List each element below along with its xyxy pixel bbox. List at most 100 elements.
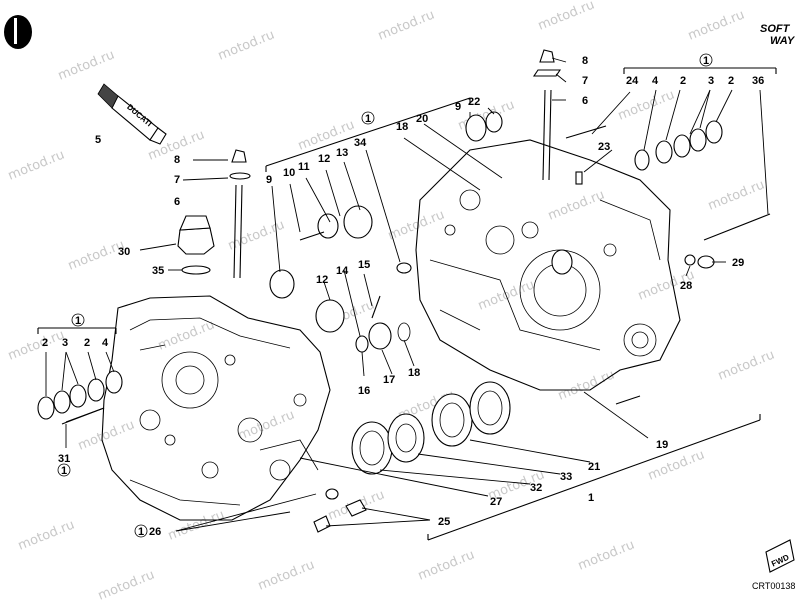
callout-31: 31 (58, 453, 70, 465)
callout-18: 18 (396, 121, 408, 133)
callout-26: 26 (149, 526, 161, 538)
watermark-text: motod.ru (76, 417, 137, 453)
watermark-text: motod.ru (546, 187, 607, 223)
softway-logo: SOFT WAY (760, 23, 796, 47)
watermark-text: motod.ru (616, 87, 677, 123)
kit-mark-top-right: 1 (703, 55, 709, 67)
small-bearings (269, 111, 573, 353)
kit-mark-top-center: 1 (365, 113, 371, 125)
callout-20: 20 (416, 113, 428, 125)
callout-16: 16 (358, 385, 370, 397)
callout-24: 24 (626, 75, 639, 87)
watermark-text: motod.ru (536, 0, 597, 34)
breather-seal (177, 215, 215, 275)
callout-10: 10 (283, 167, 295, 179)
brand-logo-mark (4, 15, 32, 49)
callout-3: 3 (708, 75, 714, 87)
sealant-tube: DUCATI (97, 83, 167, 145)
logo-line-2: WAY (770, 35, 796, 47)
watermark-text: motod.ru (716, 347, 777, 383)
watermark-text: motod.ru (556, 367, 617, 403)
watermark-text: motod.ru (686, 7, 747, 43)
bolts (65, 125, 771, 533)
left-crankcase-half (101, 295, 331, 521)
callout-25: 25 (438, 516, 450, 528)
callout-1: 1 (588, 492, 594, 504)
watermark-text: motod.ru (416, 547, 477, 583)
callout-23: 23 (598, 141, 610, 153)
callout-4: 4 (102, 337, 109, 349)
callout-2: 2 (680, 75, 686, 87)
callout-13: 13 (336, 147, 348, 159)
callout-36: 36 (752, 75, 764, 87)
callout-29: 29 (732, 257, 744, 269)
logo-line-1: SOFT (760, 23, 791, 35)
callout-7: 7 (174, 174, 180, 186)
watermark-text: motod.ru (6, 147, 67, 183)
watermark-text: motod.ru (236, 407, 297, 443)
watermark-layer: motod.ru motod.ru motod.ru motod.ru motod.ru… (6, 0, 777, 600)
callout-34: 34 (354, 137, 367, 149)
callout-4: 4 (652, 75, 659, 87)
kit-mark-left: 1 (75, 315, 81, 327)
watermark-text: motod.ru (56, 47, 117, 83)
callout-27: 27 (490, 496, 502, 508)
callout-9: 9 (455, 101, 461, 113)
watermark-text: motod.ru (16, 517, 77, 553)
stud-bolt-left (229, 149, 251, 279)
watermark-text: motod.ru (256, 557, 317, 593)
callout-11: 11 (298, 161, 310, 173)
callout-32: 32 (530, 482, 542, 494)
callout-9: 9 (266, 174, 272, 186)
svg-text:1: 1 (61, 465, 67, 477)
callout-2: 2 (728, 75, 734, 87)
callout-6: 6 (582, 95, 588, 107)
right-crankcase-half (415, 139, 681, 391)
bearing-set-right (634, 120, 723, 171)
callout-3: 3 (62, 337, 68, 349)
drawing-code: CRT00138 (752, 581, 795, 591)
kit-bracket-bottom (427, 414, 761, 541)
callout-15: 15 (358, 259, 370, 271)
callout-19: 19 (656, 439, 668, 451)
watermark-text: motod.ru (706, 177, 767, 213)
watermark-text: motod.ru (646, 447, 707, 483)
watermark-text: motod.ru (216, 27, 277, 63)
main-bearings (351, 381, 511, 475)
callout-33: 33 (560, 471, 572, 483)
watermark-text: motod.ru (6, 327, 67, 363)
callout-8: 8 (174, 154, 180, 166)
watermark-text: motod.ru (376, 7, 437, 43)
callout-18: 18 (408, 367, 420, 379)
svg-text:1: 1 (138, 526, 144, 538)
callout-22: 22 (468, 96, 480, 108)
kit-mark-bottom-left: 1 1 (57, 463, 148, 538)
callout-21: 21 (588, 461, 600, 473)
bearing-set-left (37, 370, 123, 425)
callout-17: 17 (383, 374, 395, 386)
watermark-text: motod.ru (576, 537, 637, 573)
kit-bracket-top-center: 1 (265, 97, 471, 172)
callout-6: 6 (174, 196, 180, 208)
stud-bolt-right (532, 49, 562, 181)
callout-2: 2 (42, 337, 48, 349)
callout-12: 12 (316, 274, 328, 286)
watermark-text: motod.ru (386, 207, 447, 243)
kit-bracket-left: 1 (37, 313, 117, 334)
callout-12: 12 (318, 153, 330, 165)
callout-5: 5 (95, 134, 101, 146)
callout-35: 35 (152, 265, 164, 277)
forward-direction-badge: FWD (765, 539, 795, 573)
watermark-text: motod.ru (96, 567, 157, 600)
callout-28: 28 (680, 280, 692, 292)
leader-lines (45, 57, 769, 532)
callout-30: 30 (118, 246, 130, 258)
callout-14: 14 (336, 265, 349, 277)
callout-7: 7 (582, 75, 588, 87)
callout-8: 8 (582, 55, 588, 67)
kit-bracket-top-right: 1 (623, 53, 777, 74)
callout-2: 2 (84, 337, 90, 349)
watermark-text: motod.ru (156, 317, 217, 353)
